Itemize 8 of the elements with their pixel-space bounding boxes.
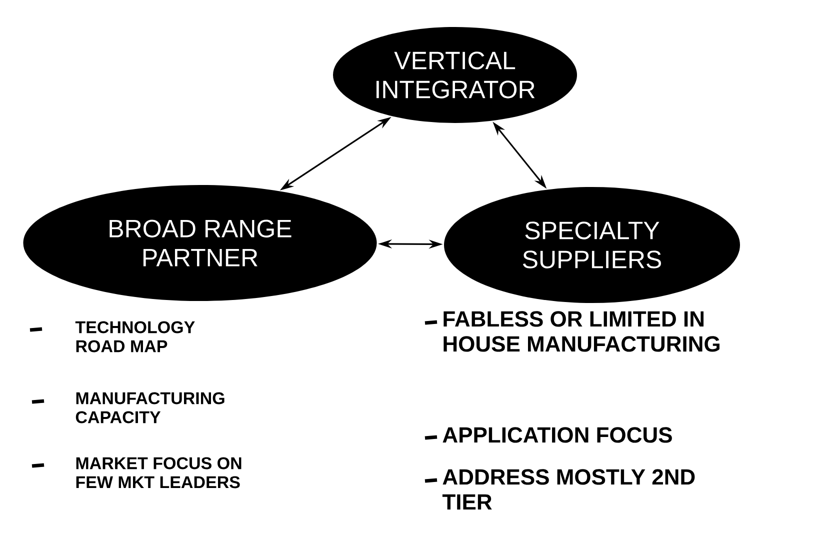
bullet-text: ADDRESS MOSTLY 2ND TIER [442,469,695,510]
ellipse-node: VERTICAL INTEGRATOR [333,27,577,123]
bullet-text: MANUFACTURING CAPACITY [76,392,224,424]
bullet-text: APPLICATION FOCUS [442,427,672,443]
ellipse-node: SPECIALTY SUPPLIERS [444,187,740,303]
ellipse-node: BROAD RANGE PARTNER [23,185,377,301]
bullet-text: MARKET FOCUS ON FEW MKT LEADERS [76,457,242,488]
bullet-text: TECHNOLOGY ROAD MAP [75,321,195,352]
